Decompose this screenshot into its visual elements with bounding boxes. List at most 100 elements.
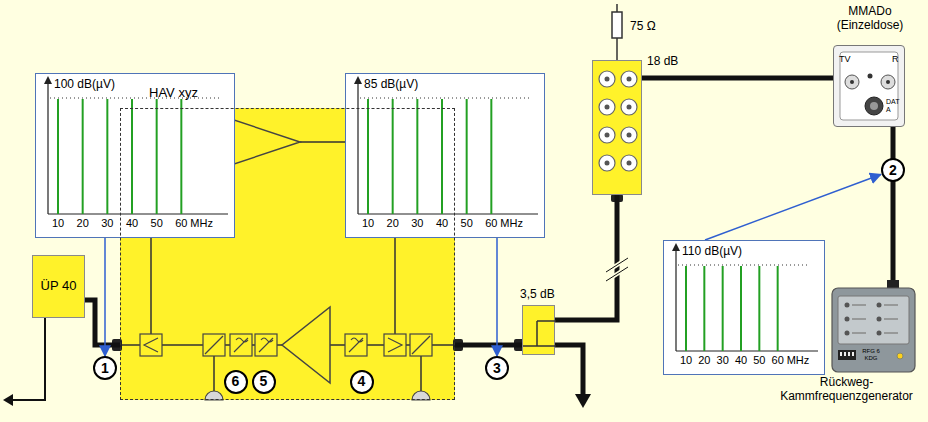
branch-cable	[575, 394, 591, 408]
dip-lever	[848, 352, 850, 356]
label-text: 30	[95, 217, 119, 230]
label-text: 4	[358, 373, 366, 389]
coupler	[205, 336, 223, 354]
label-text: 1	[101, 360, 109, 376]
coax-cable	[891, 127, 896, 280]
wall-socket: MMADo (Einzeldose)TVRDAT A	[833, 45, 905, 127]
diplexer	[140, 334, 406, 356]
spectrum-panel: 100 dB(µV)102030405060MHz	[35, 73, 235, 238]
tap-port-pin	[605, 77, 610, 82]
signal-arrow	[705, 175, 881, 240]
tap-port-pin	[627, 77, 632, 82]
carrier-line	[466, 99, 468, 214]
callout-number: 3	[485, 356, 509, 380]
label-text: 10	[356, 217, 380, 230]
shape-drawing	[36, 74, 236, 239]
coax-cable	[455, 343, 522, 348]
axis	[676, 249, 818, 351]
tap-port-pin	[605, 133, 610, 138]
carrier-line	[180, 99, 182, 214]
tap-port	[599, 71, 615, 87]
indicator-led	[845, 317, 850, 322]
label-text: 20	[71, 217, 95, 230]
carrier-line	[722, 266, 724, 351]
filter	[349, 338, 363, 352]
dip-lever	[852, 352, 854, 356]
label-text: 3	[493, 360, 501, 376]
carrier-line	[367, 99, 369, 214]
coupler	[203, 334, 225, 356]
tap-port	[599, 99, 615, 115]
test-port	[412, 391, 430, 400]
filter	[259, 338, 273, 352]
tap-port	[621, 99, 637, 115]
tap-port-pin	[627, 133, 632, 138]
diplexer	[140, 334, 162, 356]
tap-port	[599, 127, 615, 143]
panel-marking	[884, 318, 898, 320]
callout-number: 6	[224, 370, 248, 394]
data-jack	[865, 97, 883, 115]
filter	[234, 338, 248, 352]
label-text: 18 dB	[647, 55, 678, 69]
coupler	[203, 334, 432, 356]
label-text: 40	[729, 354, 753, 367]
indicator-led	[845, 303, 850, 308]
filter	[345, 334, 367, 356]
carrier-line	[82, 99, 84, 214]
cable-break	[606, 258, 628, 281]
coax-cable	[642, 76, 833, 81]
label-text: 30	[405, 217, 429, 230]
carrier-line	[740, 266, 742, 351]
label-text: 10	[46, 217, 70, 230]
cable-break	[606, 258, 628, 281]
label-text: 50	[747, 354, 771, 367]
data-jack-pin	[870, 102, 878, 110]
tap-port	[621, 127, 637, 143]
carrier-line	[57, 99, 59, 214]
label-text: HAV xyz	[149, 86, 198, 101]
signal-arrow	[104, 238, 106, 356]
spectrum-panel: 85 dB(µV)102030405060MHz	[345, 73, 545, 238]
socket-pin	[886, 80, 890, 84]
carrier-line	[392, 99, 394, 214]
label-text: R	[892, 54, 899, 64]
callout-number: 2	[881, 158, 905, 182]
socket-jack	[881, 75, 895, 89]
label-text: MHz	[500, 217, 523, 230]
panel-marking	[852, 304, 866, 306]
label-text: 30	[711, 354, 735, 367]
carrier-line	[131, 99, 133, 214]
callout-number: 1	[93, 356, 117, 380]
diplexer	[384, 334, 406, 356]
carrier-line	[156, 99, 158, 214]
label-text: MHz	[190, 217, 213, 230]
label-text: 60	[479, 217, 503, 230]
panel-marking	[884, 332, 898, 334]
label-text: Rückweg- Kammfrequenzgenerator	[765, 376, 928, 404]
feed-line	[12, 318, 45, 400]
spectrum-panel: 110 dB(µV)102030405060MHz	[663, 240, 825, 375]
generator-case	[832, 288, 915, 372]
branch-cable	[555, 345, 591, 408]
terminating-resistor	[612, 4, 622, 60]
label-text: MMADo (Einzeldose)	[818, 5, 922, 33]
splitter-box: 3,5 dB	[522, 305, 555, 355]
indicator-led	[877, 317, 882, 322]
tap-port-pin	[627, 161, 632, 166]
axis	[48, 82, 228, 214]
label-text: 50	[145, 217, 169, 230]
coupler	[410, 334, 432, 356]
label-text: TV	[839, 54, 851, 64]
level-line	[360, 98, 530, 99]
label-text: 60	[766, 354, 790, 367]
coax-cable	[85, 300, 120, 345]
carrier-line	[777, 266, 779, 351]
indicator-led	[877, 331, 882, 336]
branch-cable	[555, 345, 583, 394]
transfer-point-box: ÜP 40	[32, 255, 85, 318]
filter	[255, 334, 277, 356]
axis-arrow	[354, 76, 362, 84]
label-text: 100 dB(µV)	[54, 78, 115, 92]
tap-block: 18 dB	[592, 60, 642, 195]
